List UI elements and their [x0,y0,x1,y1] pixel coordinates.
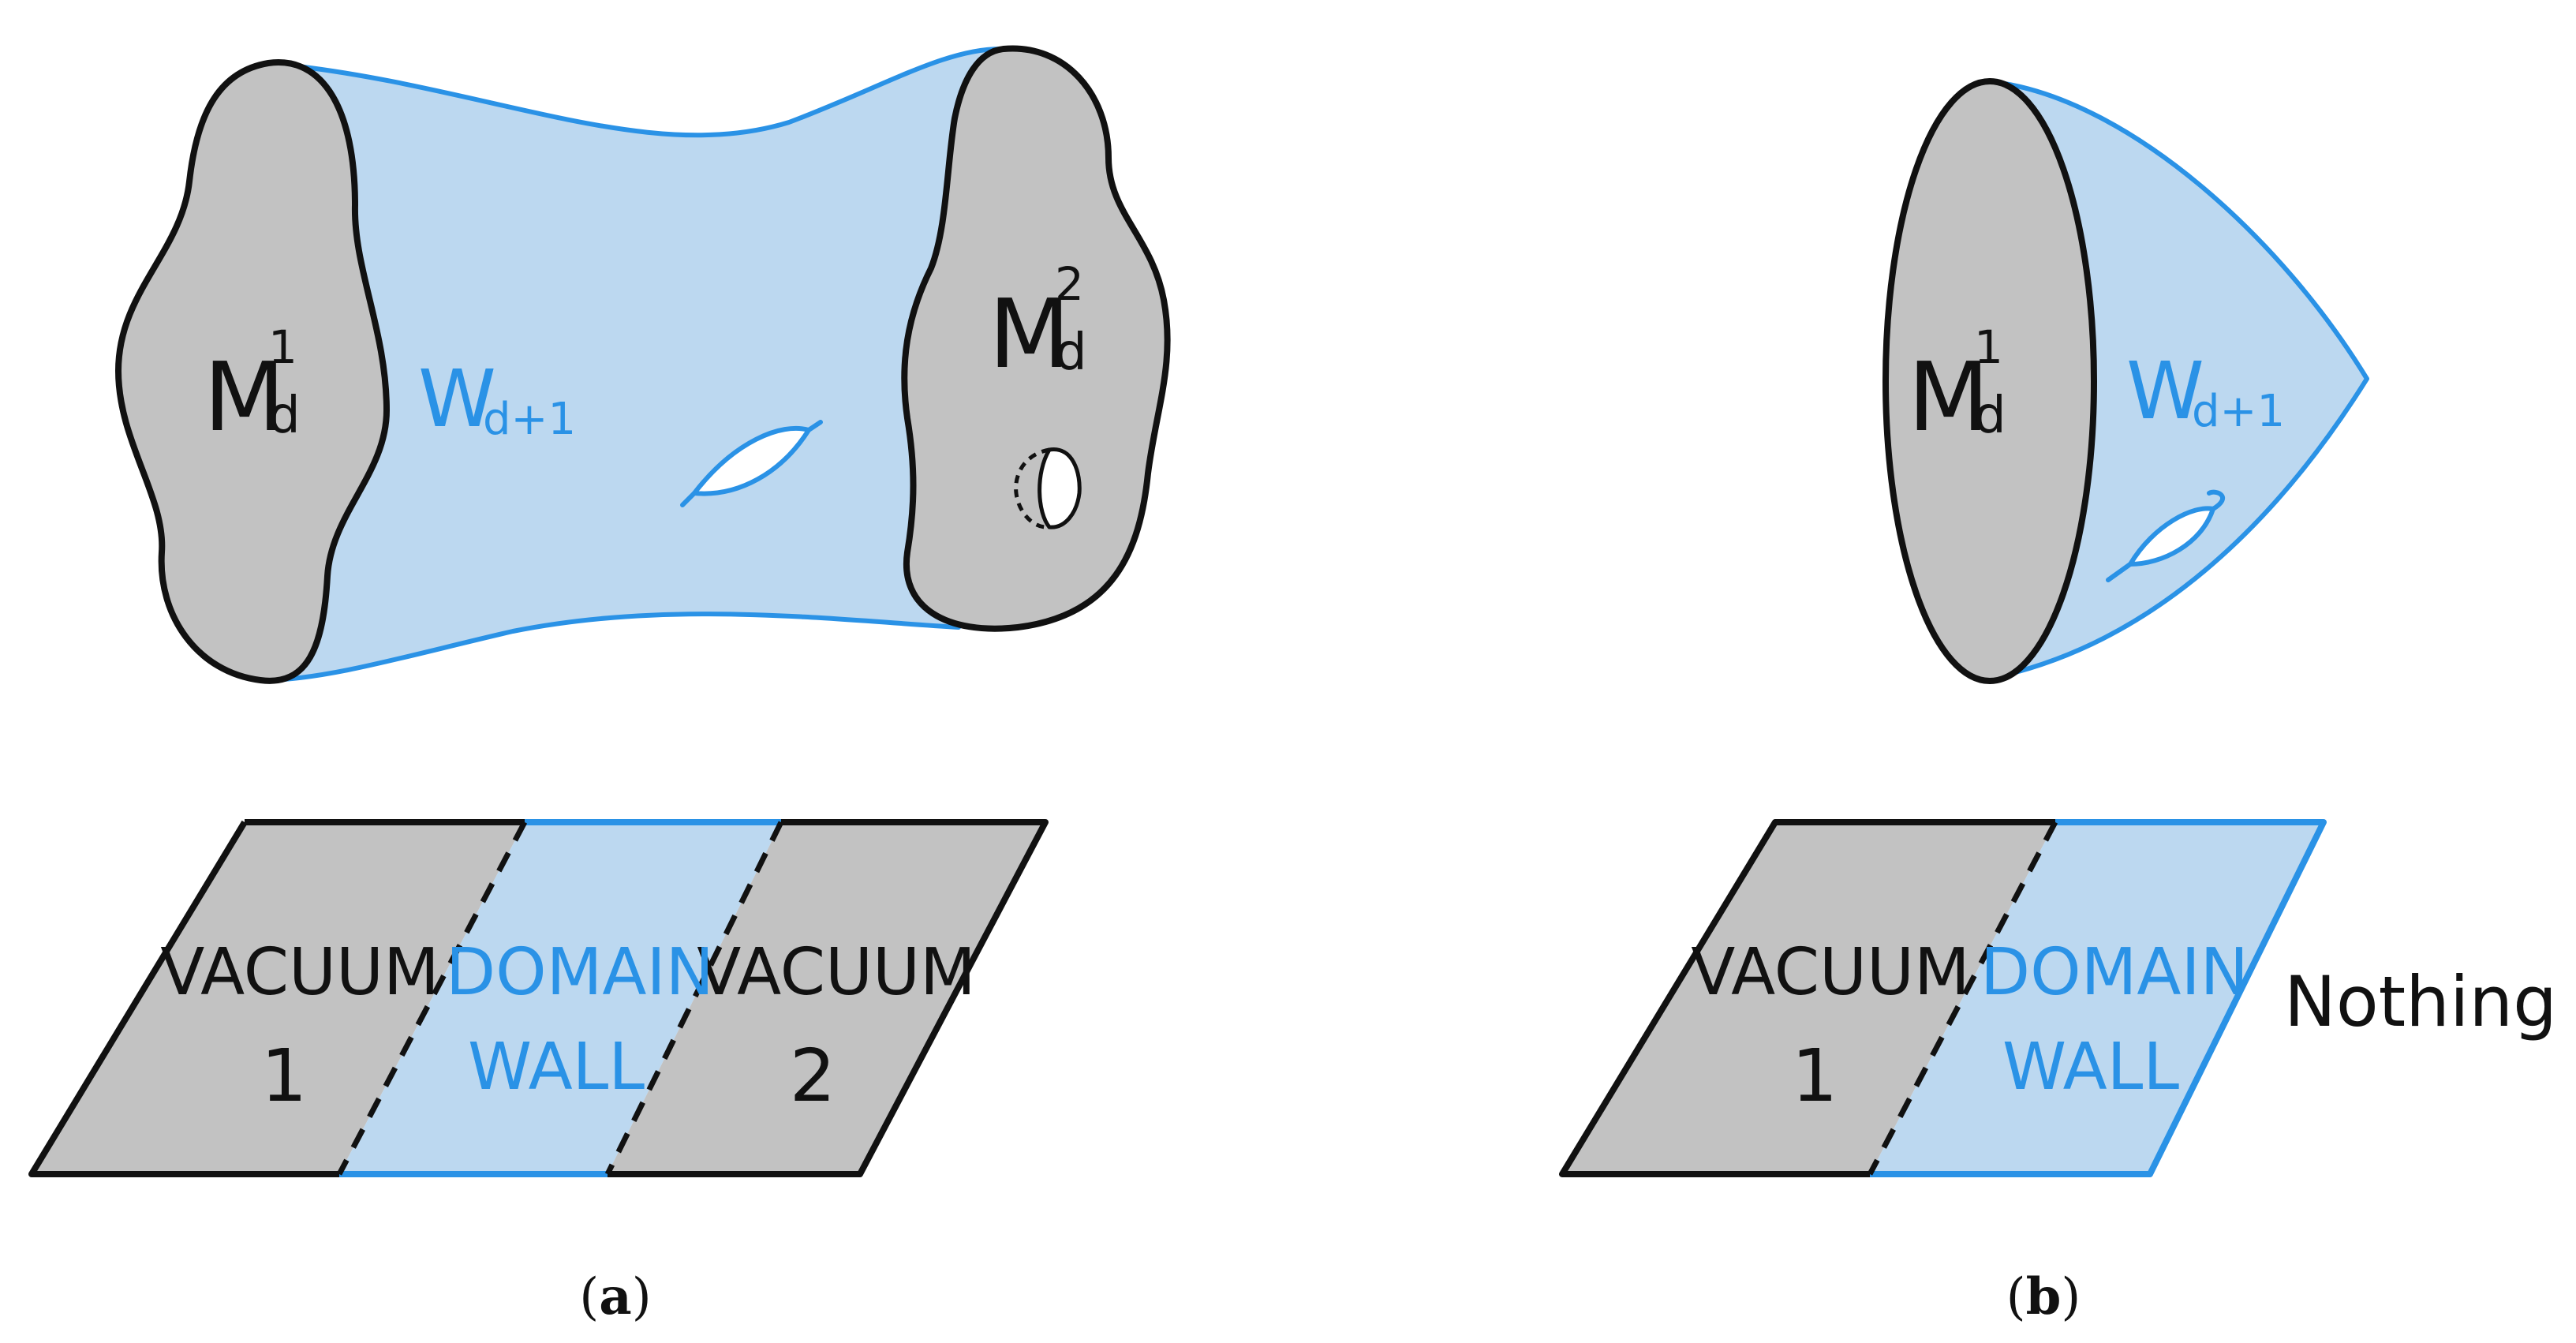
strip-a: VACUUM 1 VACUUM 2 DOMAIN WALL [28,819,1049,1177]
label-w-b: W d+1 [2126,345,2285,437]
strip-b: VACUUM 1 DOMAIN WALL Nothing [1559,819,2557,1177]
strip-b-vacuum-1-line-1: VACUUM [1691,935,1970,1010]
strip-b-domain-wall [1870,822,2324,1174]
panel-a: M 1 d M 2 d W d+1 VACUUM 1 VACUUM [28,45,1171,1326]
panel-b: M 1 d W d+1 VACUUM 1 DOMAIN WALL Nothing [1559,78,2557,1326]
svg-text:M: M [989,280,1071,390]
svg-text:d: d [268,387,301,445]
manifold-2-a [901,45,1171,632]
label-w-a: W d+1 [418,353,576,445]
strip-a-vacuum-2-line-2: 2 [790,1034,836,1118]
strip-a-vacuum-1-line-1: VACUUM [160,935,439,1010]
svg-text:d+1: d+1 [2192,386,2285,437]
strip-b-vacuum-1-line-2: 1 [1792,1034,1838,1118]
sphere-icon [1014,447,1082,529]
label-m1-a: M 1 d [204,320,301,453]
strip-a-vacuum-2-line-1: VACUUM [697,935,976,1010]
strip-a-vacuum-1 [32,822,525,1174]
strip-a-domain-wall [339,822,781,1174]
manifold-1-a [115,59,390,684]
svg-text:W: W [2126,345,2204,437]
strip-b-vacuum-1 [1562,822,2055,1174]
caption-a: (a) [579,1267,651,1326]
strip-b-domain-line-2: WALL [2002,1030,2179,1105]
svg-text:d: d [1055,324,1087,382]
svg-text:d: d [1974,387,2006,445]
handle-a-tail [680,420,823,507]
svg-text:M: M [204,343,286,453]
strip-a-domain-line-2: WALL [468,1030,645,1105]
handle-b-tail [2106,489,2225,582]
svg-text:W: W [418,353,496,445]
strip-b-domain-line-1: DOMAIN [1980,935,2249,1010]
label-m1-b: M 1 d [1908,320,2006,453]
svg-text:d+1: d+1 [483,394,576,445]
strip-a-domain-line-1: DOMAIN [446,935,714,1010]
strip-a-vacuum-1-line-2: 1 [261,1034,308,1118]
label-m2-a: M 2 d [989,257,1087,390]
svg-text:1: 1 [1974,320,2003,374]
caption-b: (b) [2006,1267,2081,1326]
nothing-label: Nothing [2284,961,2557,1042]
manifold-1-b [1882,78,2097,684]
strip-a-vacuum-2 [608,822,1045,1174]
svg-text:1: 1 [268,320,297,374]
svg-text:M: M [1908,343,1990,453]
svg-text:2: 2 [1055,257,1084,311]
